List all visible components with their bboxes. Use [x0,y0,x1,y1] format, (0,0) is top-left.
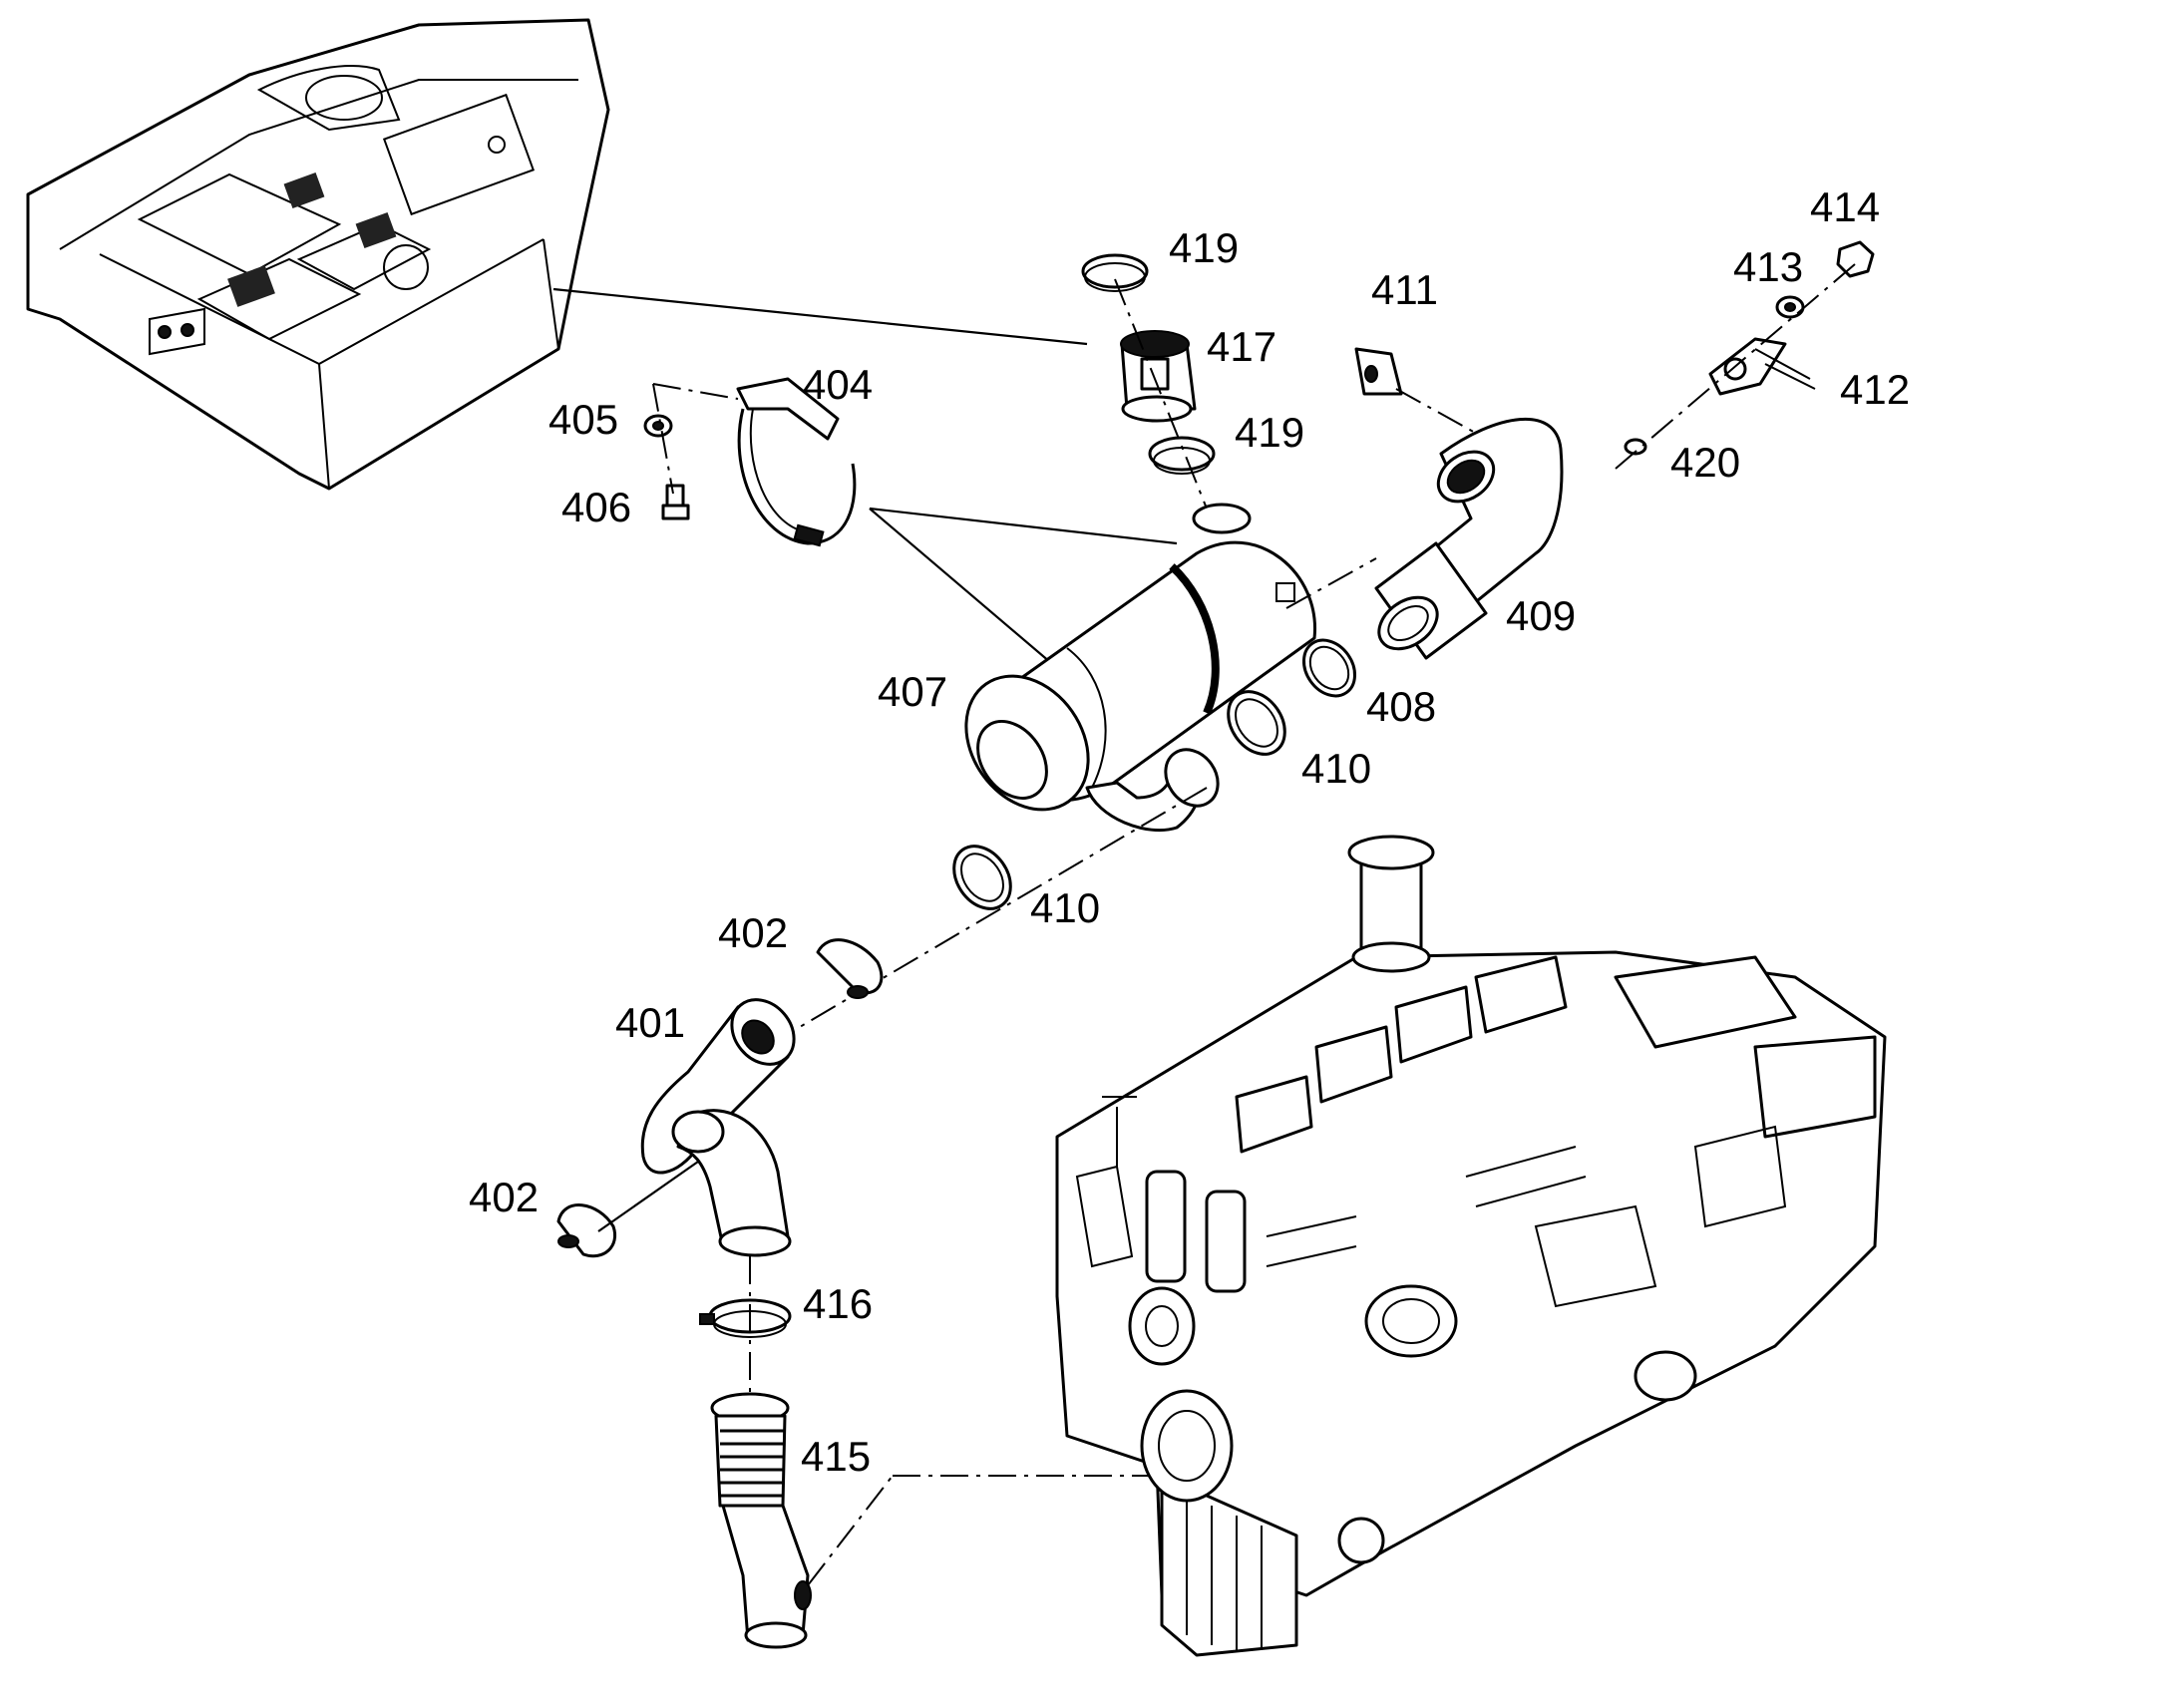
callout-410-upper: 410 [1301,745,1371,792]
rain-cap-adapter [1120,330,1197,423]
stack-axis [1114,278,1208,510]
flex-pipe [710,1392,812,1649]
callout-411: 411 [1371,266,1438,313]
exhaust-elbow-tailpipe [1374,417,1564,660]
clamp-large [699,1298,792,1338]
washer-small [1775,295,1805,319]
callout-labels: 401 402 402 404 405 406 407 408 409 410 … [469,183,1910,1480]
callout-406: 406 [561,484,631,530]
lower-axis [782,787,1208,1038]
callout-402-lower: 402 [469,1174,539,1220]
callout-410-lower: 410 [1030,884,1100,931]
clamp [816,938,884,999]
cap-fitting [1354,347,1403,396]
plug [1624,438,1647,456]
callout-408: 408 [1366,683,1436,730]
callout-416: 416 [803,1280,873,1327]
callout-402-upper: 402 [718,909,788,956]
callout-420: 420 [1670,439,1740,486]
callout-413: 413 [1733,243,1803,290]
clamp-leader [597,1161,699,1232]
bolt-axis-b [652,383,739,400]
washer [643,414,673,438]
nut [1836,240,1875,278]
callout-419-lower: 419 [1235,409,1304,456]
band-clamp [952,845,1012,910]
callout-419-upper: 419 [1169,224,1239,271]
sensor-axis [1615,263,1856,470]
sensor-bracket [1708,337,1816,396]
strap-bracket [736,377,857,547]
engine-assembly [1055,835,1887,1657]
clamp-v [1148,436,1216,475]
engine-axis [807,1475,894,1586]
muffler-axis [1285,557,1377,609]
hood-leader-line [552,287,1088,346]
strap-leader-b [869,508,1058,669]
clamp-v [1081,253,1149,292]
callout-414: 414 [1810,183,1880,230]
callout-417: 417 [1207,323,1276,370]
gasket-ring [1301,638,1357,698]
callout-415: 415 [801,1433,871,1480]
callout-412: 412 [1840,366,1910,413]
band-clamp [1227,690,1286,756]
exhaust-elbow-upper [640,998,796,1257]
muffler [964,503,1316,833]
callout-404: 404 [803,361,873,408]
callout-407: 407 [878,668,947,715]
callout-401: 401 [615,999,685,1046]
clamp [556,1203,616,1258]
cap-axis [1395,388,1487,440]
strap-leader-a [869,507,1178,545]
bolt [661,484,690,520]
bolt-axis [652,383,674,495]
callout-405: 405 [548,396,618,443]
callout-409: 409 [1506,592,1576,639]
hood-assembly [26,18,610,491]
